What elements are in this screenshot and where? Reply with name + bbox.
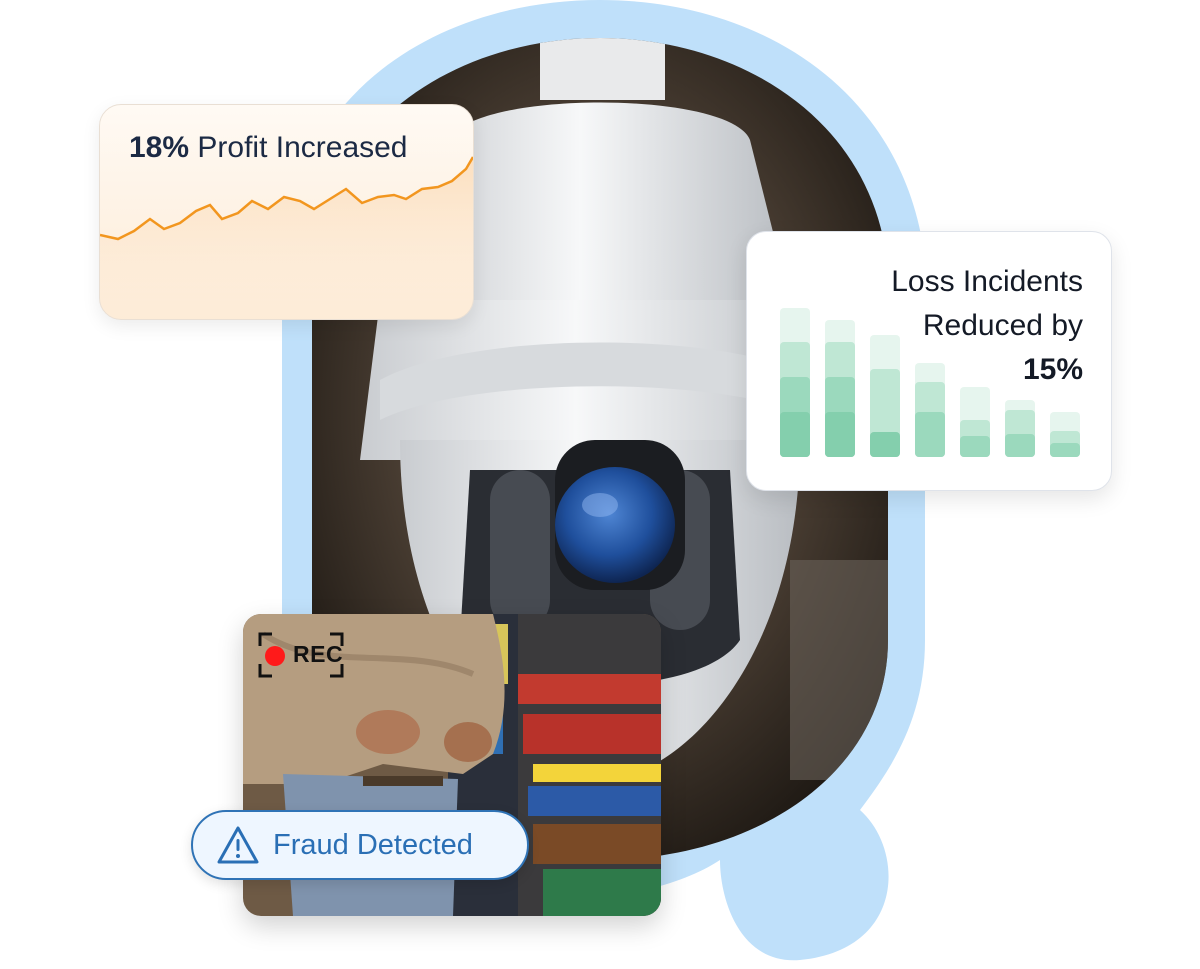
profit-card: 18% Profit Increased <box>99 104 474 320</box>
loss-line-2: Reduced by <box>922 309 1083 342</box>
recording-dot-icon <box>265 646 285 666</box>
loss-value: 15% <box>1022 353 1083 386</box>
rec-frame-icon <box>258 632 344 678</box>
loss-text: Loss Incidents Reduced by 15% <box>891 260 1083 392</box>
profit-title: 18% Profit Increased <box>129 131 408 165</box>
profit-sparkline <box>100 156 473 319</box>
loss-bar-graphic <box>780 308 1080 457</box>
loss-line-1: Loss Incidents <box>891 265 1083 298</box>
rec-label: REC <box>293 641 344 667</box>
fraud-detected-label: Fraud Detected <box>273 828 473 861</box>
profit-label: Profit Increased <box>197 131 408 164</box>
profit-value: 18% <box>129 131 190 164</box>
loss-incidents-card: Loss Incidents Reduced by 15% <box>746 231 1112 491</box>
fraud-detected-badge: Fraud Detected <box>191 810 529 880</box>
warning-triangle-icon <box>217 826 259 864</box>
